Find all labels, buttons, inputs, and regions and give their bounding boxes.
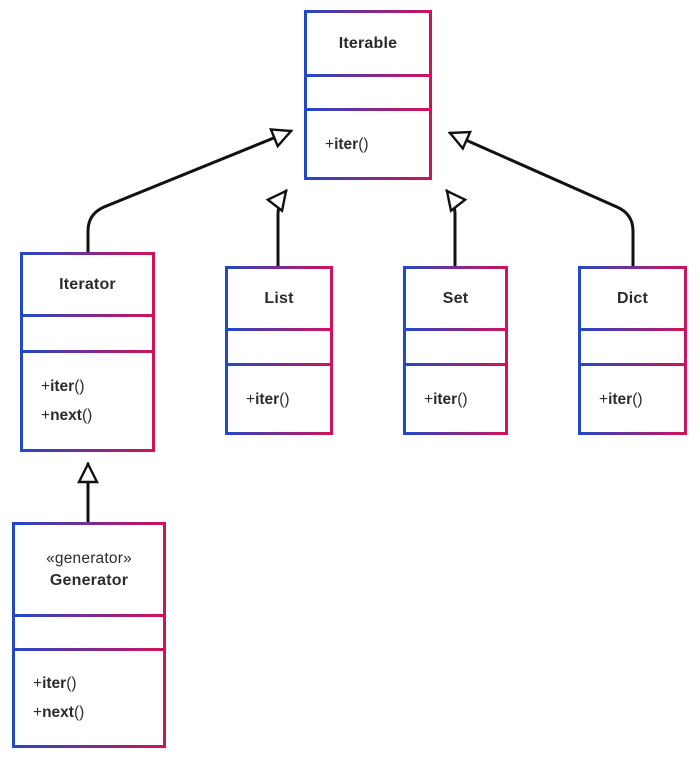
- method-name: iter: [334, 135, 359, 153]
- method-name: iter: [433, 390, 458, 408]
- methods-compartment: +iter() +next(): [23, 353, 152, 449]
- attributes-compartment: [228, 331, 330, 363]
- compartment-divider: [23, 314, 152, 317]
- method-iter: +iter(): [33, 669, 163, 698]
- compartment-divider: [15, 648, 163, 651]
- method-visibility: +: [41, 378, 51, 395]
- method-iter: +iter(): [41, 372, 152, 401]
- attributes-compartment: [307, 77, 429, 108]
- edge-set-to-iterable: [445, 188, 468, 268]
- class-generator: «generator» Generator +iter() +next(): [12, 522, 166, 748]
- method-parens: (): [358, 135, 369, 153]
- methods-compartment: +iter(): [307, 111, 429, 177]
- methods-compartment: +iter() +next(): [15, 651, 163, 745]
- class-name: Generator: [49, 571, 129, 589]
- method-visibility: +: [41, 407, 51, 424]
- method-parens: (): [73, 704, 85, 721]
- method-iter: +iter(): [325, 130, 429, 159]
- class-dict: Dict +iter(): [578, 266, 687, 435]
- methods-compartment: +iter(): [406, 366, 505, 432]
- class-name: Set: [442, 289, 469, 307]
- method-iter: +iter(): [424, 385, 505, 414]
- method-parens: (): [74, 378, 85, 395]
- method-parens: (): [81, 407, 93, 424]
- class-name: Iterable: [338, 34, 398, 52]
- method-visibility: +: [33, 704, 43, 721]
- method-parens: (): [66, 675, 77, 692]
- attributes-compartment: [15, 617, 163, 648]
- edge-list-to-iterable: [265, 188, 288, 268]
- class-name: Iterator: [59, 275, 116, 293]
- class-stereotype: «generator»: [46, 549, 132, 567]
- method-visibility: +: [33, 675, 43, 692]
- compartment-divider: [15, 614, 163, 617]
- compartment-divider: [406, 328, 505, 331]
- attributes-compartment: [23, 317, 152, 350]
- attributes-compartment: [581, 331, 684, 363]
- method-name: iter: [50, 378, 75, 395]
- methods-compartment: +iter(): [581, 366, 684, 432]
- method-parens: (): [457, 390, 468, 408]
- method-next: +next(): [33, 698, 163, 727]
- method-name: iter: [42, 675, 67, 692]
- methods-compartment: +iter(): [228, 366, 330, 432]
- class-iterator: Iterator +iter() +next(): [20, 252, 155, 452]
- edge-dict-to-iterable: [447, 130, 635, 268]
- class-iterable: Iterable +iter(): [304, 10, 432, 180]
- class-name: Dict: [616, 289, 649, 307]
- class-name: List: [264, 289, 294, 307]
- method-parens: (): [632, 390, 643, 408]
- method-visibility: +: [325, 135, 335, 153]
- method-name: next: [42, 704, 74, 721]
- method-name: iter: [608, 390, 633, 408]
- compartment-divider: [228, 363, 330, 366]
- method-next: +next(): [41, 401, 152, 430]
- class-set: Set +iter(): [403, 266, 508, 435]
- class-list: List +iter(): [225, 266, 333, 435]
- method-visibility: +: [599, 390, 609, 408]
- compartment-divider: [581, 363, 684, 366]
- method-visibility: +: [424, 390, 434, 408]
- method-iter: +iter(): [599, 385, 684, 414]
- compartment-divider: [23, 350, 152, 353]
- method-visibility: +: [246, 390, 256, 408]
- compartment-divider: [307, 108, 429, 111]
- class-title: «generator» Generator: [15, 525, 163, 614]
- method-name: next: [50, 407, 82, 424]
- method-parens: (): [279, 390, 290, 408]
- compartment-divider: [228, 328, 330, 331]
- attributes-compartment: [406, 331, 505, 363]
- compartment-divider: [307, 74, 429, 77]
- method-iter: +iter(): [246, 385, 330, 414]
- compartment-divider: [406, 363, 505, 366]
- compartment-divider: [581, 328, 684, 331]
- edge-iterator-to-iterable: [86, 128, 294, 254]
- method-name: iter: [255, 390, 280, 408]
